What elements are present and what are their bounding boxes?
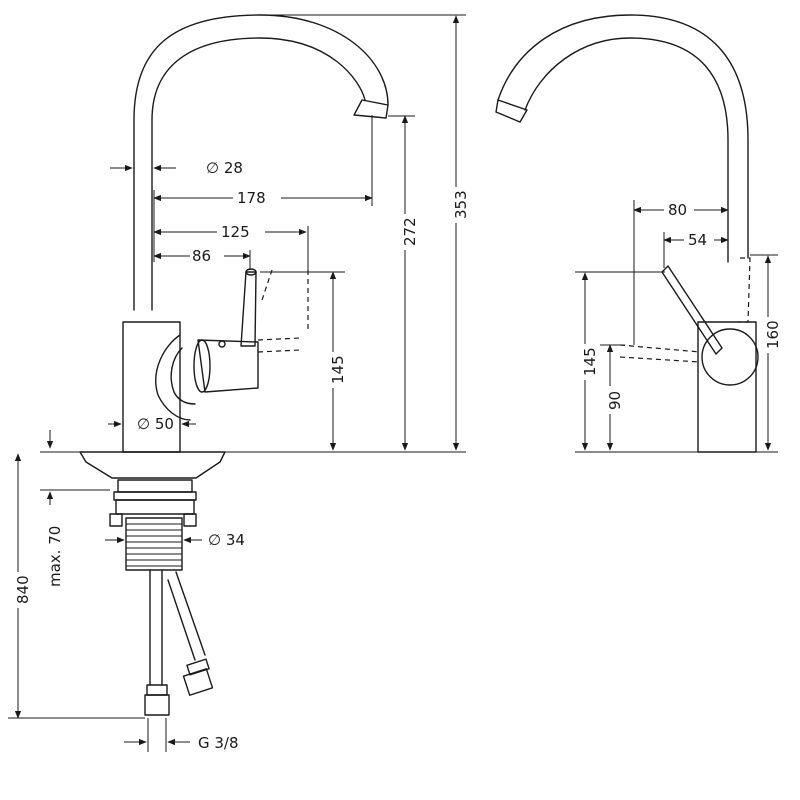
shank-diameter-label: ∅ 34	[208, 531, 245, 549]
side-reach-outer-label: 80	[668, 201, 687, 219]
side-spout-outline	[495, 14, 749, 263]
side-body	[619, 257, 759, 453]
reach-handle-label: 125	[221, 223, 250, 241]
side-handle-height-label: 145	[581, 347, 599, 376]
max-thickness-label: max. 70	[46, 526, 64, 587]
base-plate	[79, 451, 226, 479]
spout-outlet-height-label: 272	[401, 217, 419, 246]
front-dimensions	[8, 14, 466, 752]
supply-hoses	[144, 569, 214, 716]
side-reach-inner-label: 54	[688, 231, 707, 249]
side-body-height-label: 160	[764, 320, 782, 349]
front-view: ∅ 28 178 125 86 ∅ 50 ∅ 34 G 3/8 145 272 …	[8, 14, 470, 752]
handle-height-label: 145	[329, 355, 347, 384]
reach-spout-label: 178	[237, 189, 266, 207]
total-height-label: 353	[452, 190, 470, 219]
mounting-shank	[109, 479, 197, 571]
spout-diameter-label: ∅ 28	[206, 159, 243, 177]
spout-outline	[133, 14, 389, 311]
installation-depth-label: 840	[14, 575, 32, 604]
side-view: 80 54 145 90 160	[495, 14, 782, 453]
side-joint-height-label: 90	[606, 391, 624, 410]
body-diameter-label: ∅ 50	[137, 415, 174, 433]
connection-thread-label: G 3/8	[198, 734, 239, 752]
handle-offset-label: 86	[192, 247, 211, 265]
